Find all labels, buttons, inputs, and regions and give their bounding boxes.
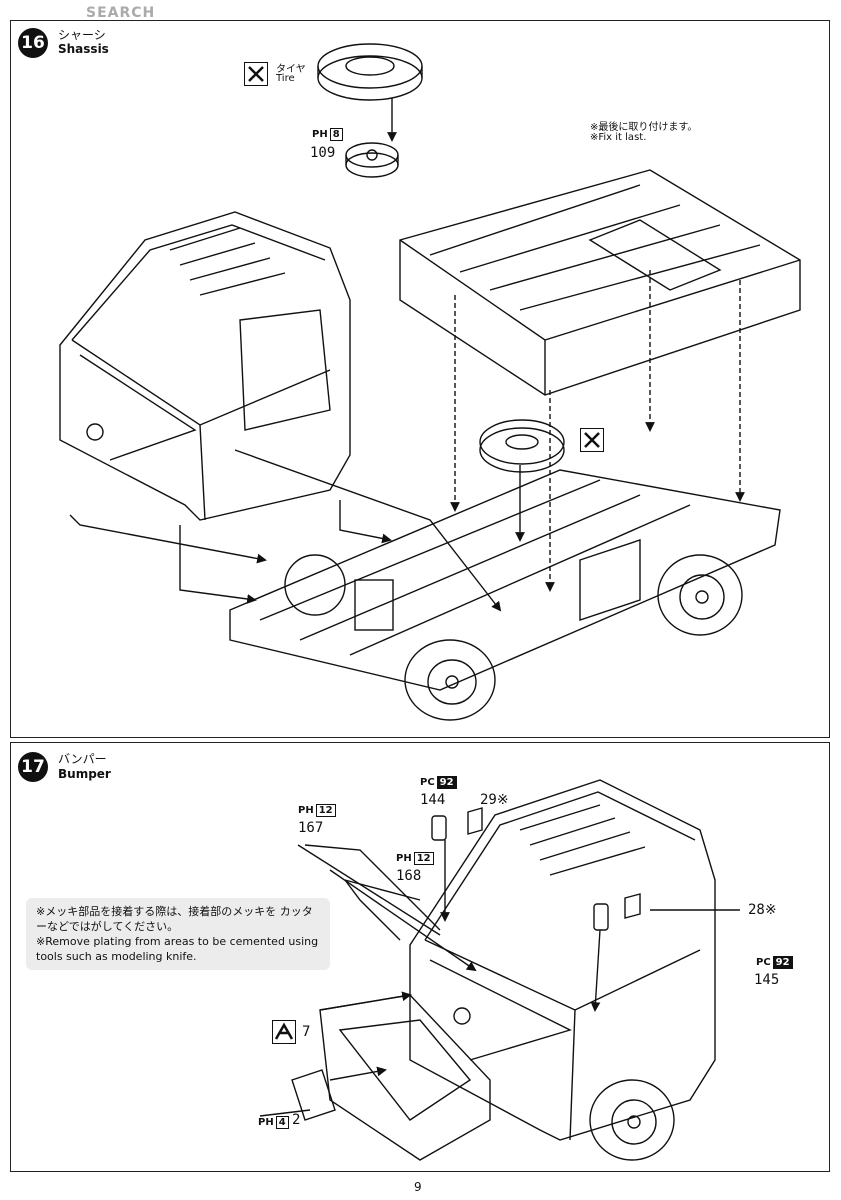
part-number-109: 109: [310, 145, 336, 161]
part-tag-letter: PC: [756, 957, 771, 968]
plating-note-en: ※Remove plating from areas to be cemente…: [36, 935, 319, 963]
watermark-text: SEARCH: [86, 5, 156, 21]
part-tag-letter: PH: [258, 1117, 274, 1128]
tire-label-jp: タイヤ: [276, 64, 306, 75]
part-number-28: 28※: [748, 902, 777, 918]
step-16-number: 16: [18, 28, 48, 58]
step-16-title-jp: シャーシ: [58, 28, 106, 42]
part-tag-number: 12: [413, 852, 434, 865]
part-number-145: 145: [754, 972, 780, 988]
part-tag-number: 92: [436, 776, 457, 789]
plating-note: ※メッキ部品を接着する際は、接着部のメッキを カッターなどではがしてください。 …: [26, 898, 330, 970]
part-number-167: 167: [298, 820, 324, 836]
part-tag-number: 92: [772, 956, 793, 969]
part-tag-number: 4: [275, 1116, 289, 1129]
part-number-7: 7: [302, 1024, 311, 1040]
part-number-29: 29※: [480, 792, 509, 808]
step-16-panel: [10, 20, 830, 738]
part-tag-number: 12: [315, 804, 336, 817]
plating-note-jp: ※メッキ部品を接着する際は、接着部のメッキを カッターなどではがしてください。: [36, 905, 313, 933]
tire-label-en: Tire: [276, 73, 295, 84]
part-tag-number: 8: [329, 128, 343, 141]
fix-last-note-jp: ※最後に取り付けます。: [590, 122, 698, 133]
step-17-number: 17: [18, 752, 48, 782]
part-tag-letter: PC: [420, 777, 435, 788]
fix-last-note-en: ※Fix it last.: [590, 132, 647, 143]
step-16-title-en: Shassis: [58, 42, 109, 56]
step-16-illustration: [59, 43, 801, 721]
part-number-168: 168: [396, 868, 422, 884]
step-17-title-en: Bumper: [58, 767, 111, 781]
cement-icon-small: [272, 1020, 296, 1044]
step-17-title-jp: バンパー: [58, 752, 107, 766]
part-number-2: 2: [292, 1112, 301, 1128]
tire-tool-icon: [244, 62, 268, 86]
cement-icon: [580, 428, 604, 452]
part-tag-letter: PH: [298, 805, 314, 816]
part-tag-letter: PH: [396, 853, 412, 864]
part-number-144: 144: [420, 792, 446, 808]
part-tag-letter: PH: [312, 129, 328, 140]
page-number: 9: [414, 1180, 422, 1194]
